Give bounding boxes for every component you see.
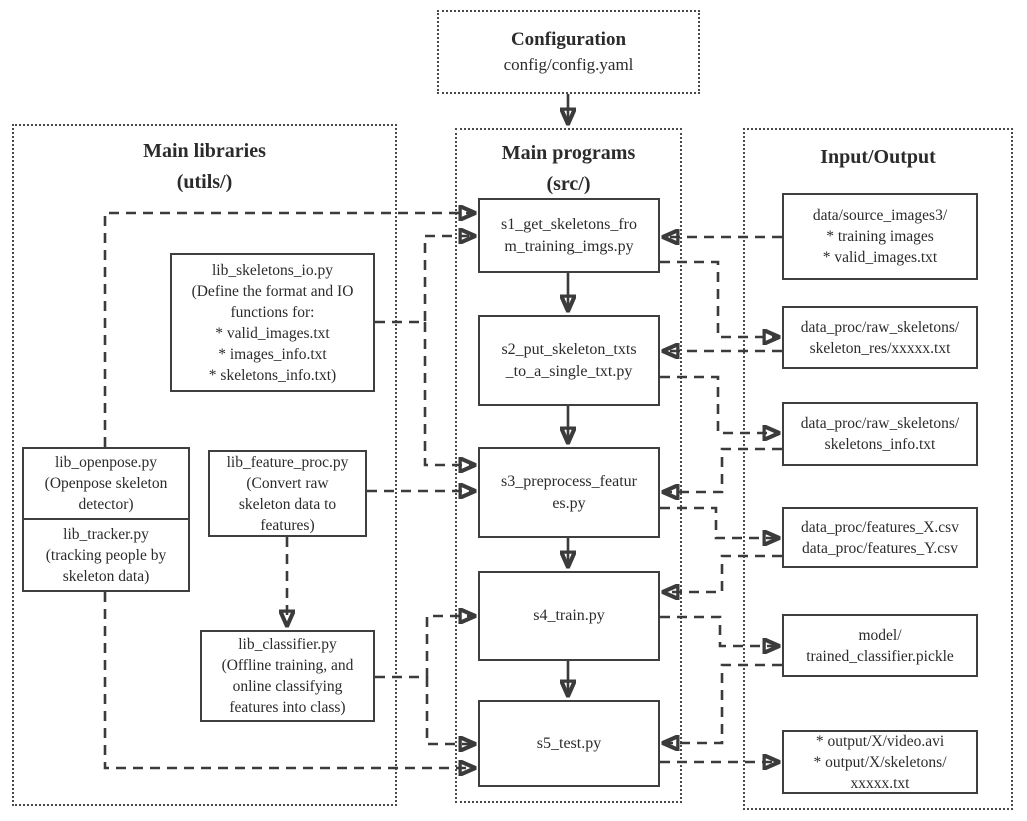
libraries-panel — [12, 124, 397, 806]
io-panel-header: Input/Output — [743, 142, 1013, 173]
s5-program-box: s5_test.py — [478, 700, 660, 787]
s4-program-box: s4_train.py — [478, 571, 660, 661]
io-model-box: model/trained_classifier.pickle — [782, 614, 978, 677]
libraries-panel-subtitle: (utils/) — [176, 171, 233, 193]
configuration-path: config/config.yaml — [503, 55, 634, 74]
io-output-box: * output/X/video.avi* output/X/skeletons… — [782, 730, 978, 794]
io-source-images-box: data/source_images3/* training images* v… — [782, 193, 978, 280]
programs-panel-subtitle: (src/) — [546, 173, 591, 195]
configuration-box: Configuration config/config.yaml — [437, 10, 700, 94]
s2-program-box: s2_put_skeleton_txts_to_a_single_txt.py — [478, 315, 660, 406]
lib-skeletons-io-box: lib_skeletons_io.py(Define the format an… — [170, 253, 375, 392]
libraries-panel-title: Main libraries — [143, 140, 266, 162]
io-skeletons-info-box: data_proc/raw_skeletons/skeletons_info.t… — [782, 402, 978, 466]
programs-panel-title: Main programs — [501, 142, 636, 164]
libraries-panel-header: Main libraries (utils/) — [12, 136, 397, 198]
programs-panel-header: Main programs (src/) — [455, 138, 682, 200]
configuration-title: Configuration — [510, 29, 627, 50]
io-panel-title: Input/Output — [820, 146, 936, 168]
io-raw-skeleton-res-box: data_proc/raw_skeletons/skeleton_res/xxx… — [782, 306, 978, 369]
